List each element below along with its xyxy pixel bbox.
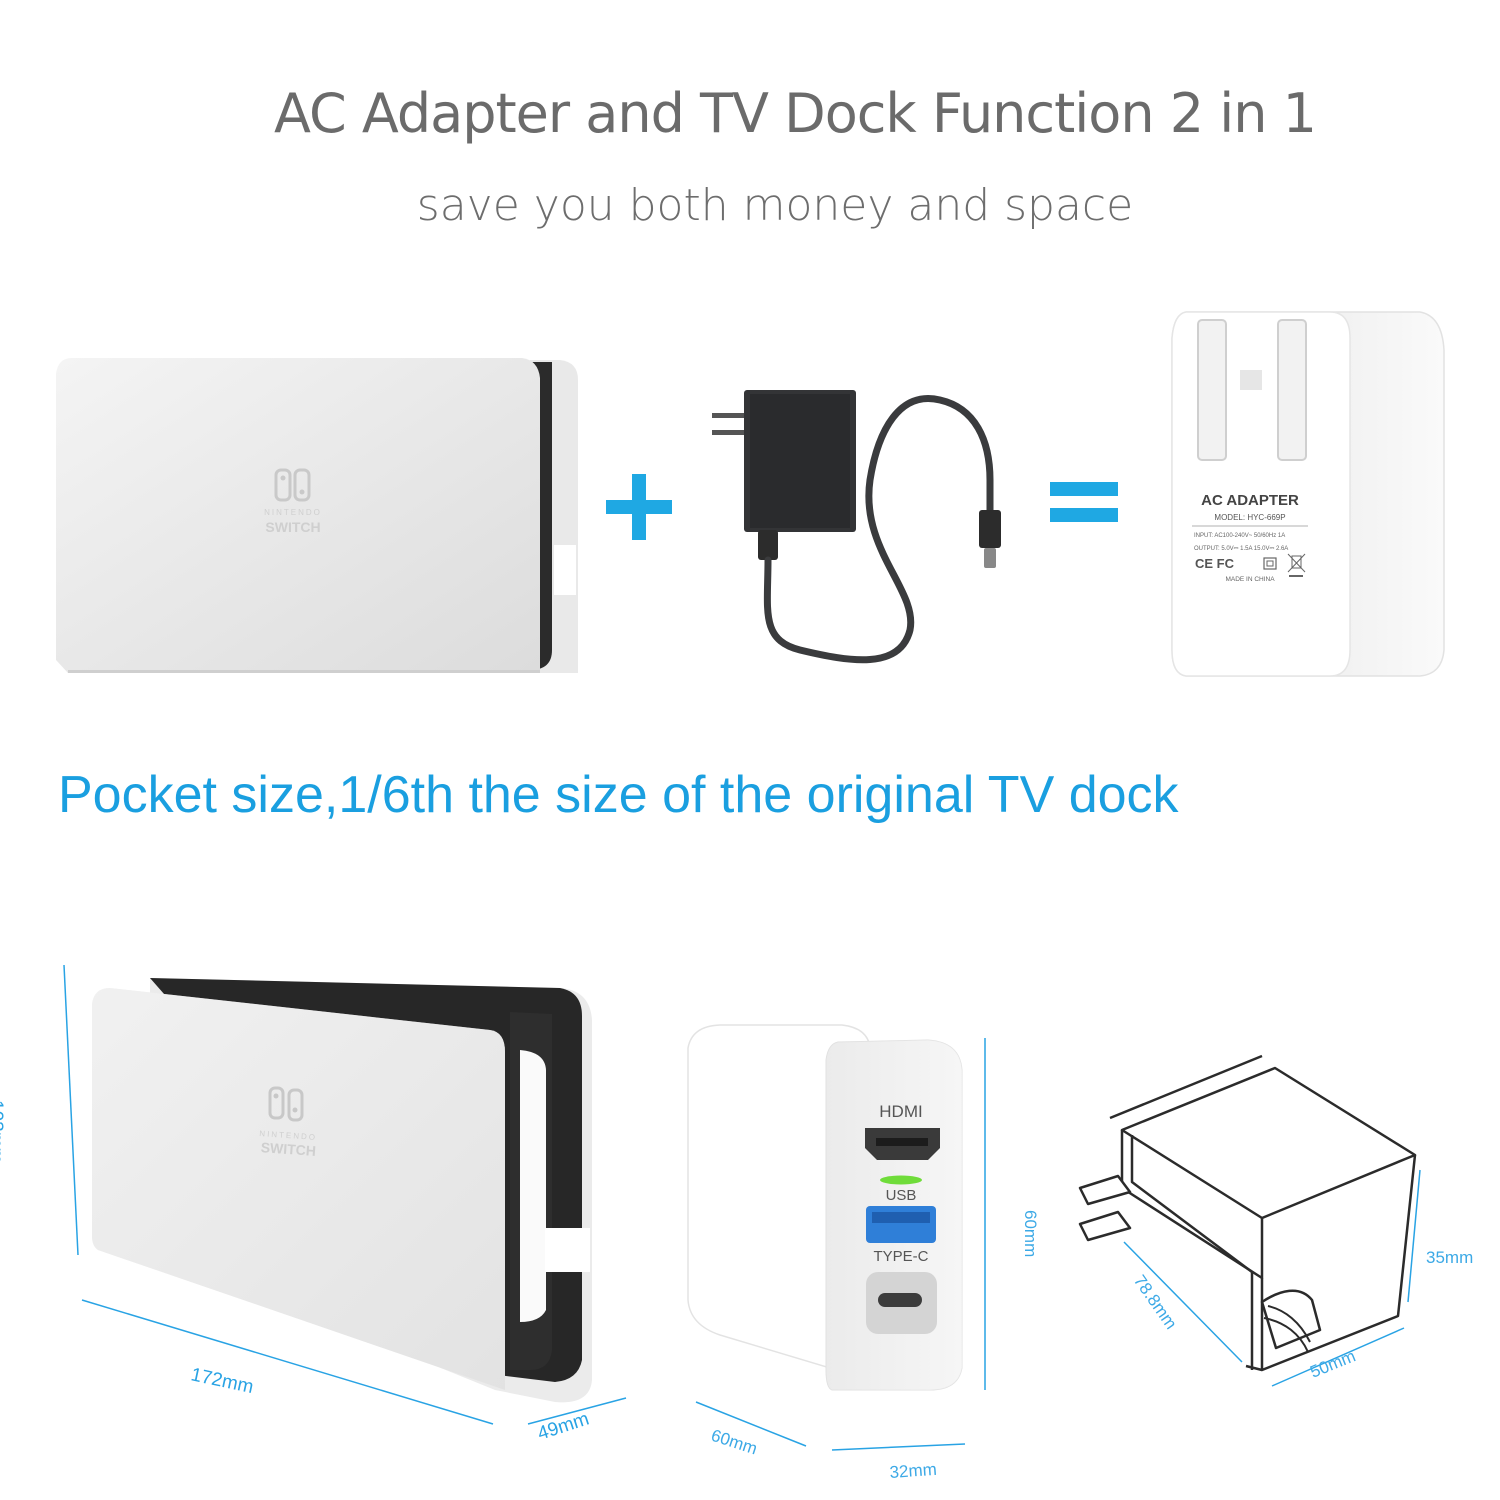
equals-icon [1050,482,1118,522]
page-subtitle: save you both money and space [416,180,1134,231]
adapter-label-made-in: MADE IN CHINA [1225,576,1275,583]
line-depth-line [1123,1241,1243,1363]
black-ac-adapter-image [712,390,1001,664]
adapter-height-label: 60mm [1021,1210,1040,1257]
dock-depth-line [527,1397,627,1425]
page-title: AC Adapter and TV Dock Function 2 in 1 [274,82,1317,145]
line-height-line [1407,1169,1421,1303]
usb-port-label: USB [886,1187,917,1204]
white-ac-adapter-image: AC ADAPTER MODEL: HYC-669P INPUT: AC100-… [1171,311,1445,677]
dock-height-line [63,964,79,1256]
adapter-label-title: AC ADAPTER [1201,492,1299,509]
mini-dock-adapter-image: HDMI USB TYPE-C [687,1024,963,1391]
dock-brand-line1: NINTENDO [259,1129,317,1142]
hdmi-port-label: HDMI [879,1102,922,1121]
typec-port-label: TYPE-C [873,1248,928,1265]
dock-width-line [81,1299,494,1425]
nintendo-switch-logo-icon [268,1086,304,1122]
dock-brand-line2: SWITCH [260,1139,316,1159]
dimension-comparison-illustration: NINTENDO SWITCH 103mm 172mm 49mm HDMI US… [0,964,1473,1480]
adapter-width-line [831,1443,966,1451]
dock-brand-line2: SWITCH [265,519,320,535]
plus-icon [606,474,672,540]
line-height-label: 35mm [1426,1248,1473,1267]
weee-bin-icon [1287,553,1306,577]
adapter-label-certs: CE FC [1195,556,1235,571]
adapter-line-drawing-image [1078,1054,1417,1372]
usb-port-icon [866,1206,936,1243]
adapter-label-output: OUTPUT: 5.0V⎓ 1.5A 15.0V⎓ 2.6A [1194,546,1288,552]
folding-prongs-icon [1197,319,1307,461]
product-equation-illustration: NINTENDO SWITCH AC ADAPTER MODEL: HYC-66… [56,311,1445,677]
switch-dock-image: NINTENDO SWITCH [56,358,578,673]
nintendo-switch-logo-icon [274,468,311,502]
dock-brand-line1: NINTENDO [264,508,322,517]
line-depth-label: 78.8mm [1130,1272,1181,1333]
switch-dock-dimension-image: NINTENDO SWITCH [92,978,592,1403]
dock-height-label: 103mm [0,1100,6,1163]
line-width-label: 50mm [1307,1346,1358,1381]
adapter-depth-label: 60mm [709,1426,760,1459]
dock-width-label: 172mm [189,1364,255,1398]
adapter-label-input: INPUT: AC100-240V~ 50/60Hz 1A [1194,533,1285,539]
line-width-line [1271,1327,1405,1387]
adapter-width-label: 32mm [889,1460,937,1480]
adapter-label-model: MODEL: HYC-669P [1214,513,1285,522]
pocket-size-tagline: Pocket size,1/6th the size of the origin… [58,766,1179,824]
status-led-icon [880,1175,922,1185]
adapter-depth-line [695,1401,807,1447]
double-insulation-icon [1263,557,1277,570]
